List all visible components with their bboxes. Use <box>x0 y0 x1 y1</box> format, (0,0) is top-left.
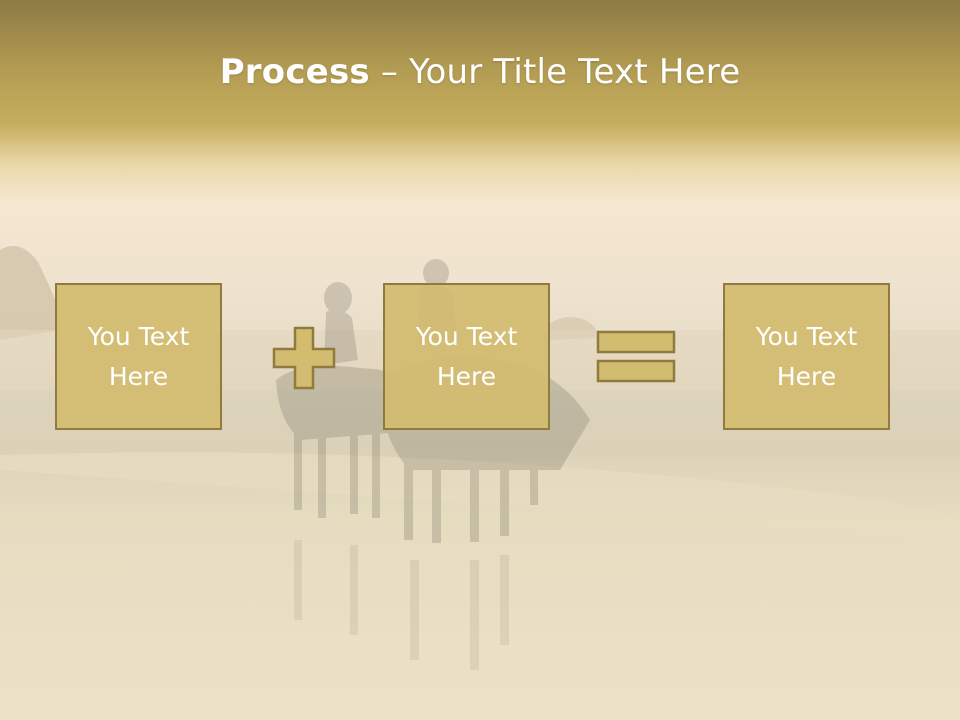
process-box-1-label: You Text Here <box>87 321 190 391</box>
process-box-2-label: You Text Here <box>415 321 518 391</box>
title-band <box>0 0 960 200</box>
slide-title: Process – Your Title Text Here <box>0 52 960 92</box>
title-bold-text: Process <box>219 52 370 92</box>
process-box-1[interactable]: You Text Here <box>55 283 222 430</box>
title-regular-text: – Your Title Text Here <box>369 52 741 92</box>
process-box-2[interactable]: You Text Here <box>383 283 550 430</box>
process-box-3[interactable]: You Text Here <box>723 283 890 430</box>
equals-icon <box>596 330 676 383</box>
process-box-3-label: You Text Here <box>755 321 858 391</box>
plus-icon <box>272 326 336 390</box>
